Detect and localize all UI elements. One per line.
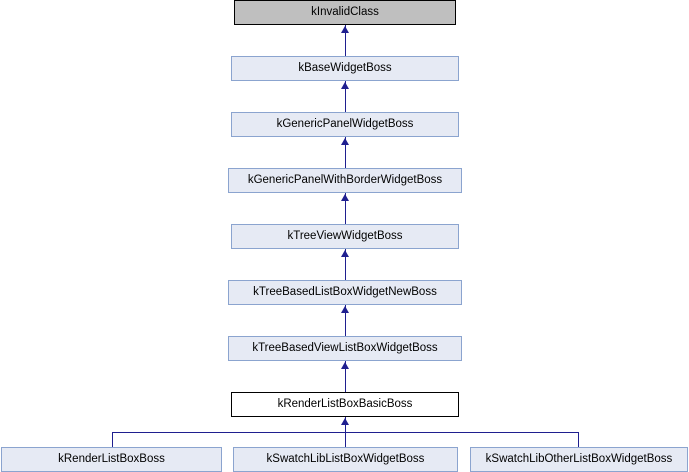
- inheritance-edge-vertical: [345, 137, 346, 168]
- inheritance-edge-vertical: [345, 193, 346, 224]
- class-node-kSwatchLibOtherListBoxWidgetBoss[interactable]: kSwatchLibOtherListBoxWidgetBoss: [470, 447, 688, 472]
- class-node-kSwatchLibListBoxWidgetBoss[interactable]: kSwatchLibListBoxWidgetBoss: [233, 447, 458, 472]
- class-node-kGenericPanelWithBorderWidgetBoss[interactable]: kGenericPanelWithBorderWidgetBoss: [228, 168, 462, 193]
- inheritance-edge-vertical: [345, 305, 346, 336]
- inheritance-arrowhead-icon: [341, 194, 349, 201]
- inheritance-arrowhead-icon: [341, 362, 349, 369]
- inheritance-edge-vertical: [112, 432, 113, 447]
- inheritance-edge-vertical: [345, 361, 346, 392]
- class-node-kInvalidClass[interactable]: kInvalidClass: [234, 0, 456, 25]
- class-node-kGenericPanelWidgetBoss[interactable]: kGenericPanelWidgetBoss: [231, 112, 459, 137]
- inheritance-edge-vertical: [345, 249, 346, 280]
- inheritance-edge-vertical: [345, 81, 346, 112]
- class-node-kRenderListBoxBoss[interactable]: kRenderListBoxBoss: [1, 447, 222, 472]
- inheritance-arrowhead-icon: [341, 138, 349, 145]
- inheritance-arrowhead-icon: [341, 250, 349, 257]
- inheritance-edge-vertical: [345, 432, 346, 447]
- inheritance-arrowhead-icon: [341, 418, 349, 425]
- inheritance-edge-vertical: [578, 432, 579, 447]
- inheritance-arrowhead-icon: [341, 306, 349, 313]
- inheritance-arrowhead-icon: [341, 82, 349, 89]
- class-node-kRenderListBoxBasicBoss[interactable]: kRenderListBoxBasicBoss: [231, 392, 459, 417]
- class-node-kTreeBasedListBoxWidgetNewBoss[interactable]: kTreeBasedListBoxWidgetNewBoss: [228, 280, 462, 305]
- class-node-kTreeViewWidgetBoss[interactable]: kTreeViewWidgetBoss: [231, 224, 459, 249]
- inheritance-edge-vertical: [345, 25, 346, 56]
- class-node-kTreeBasedViewListBoxWidgetBoss[interactable]: kTreeBasedViewListBoxWidgetBoss: [228, 336, 462, 361]
- inheritance-arrowhead-icon: [341, 26, 349, 33]
- class-node-kBaseWidgetBoss[interactable]: kBaseWidgetBoss: [231, 56, 459, 81]
